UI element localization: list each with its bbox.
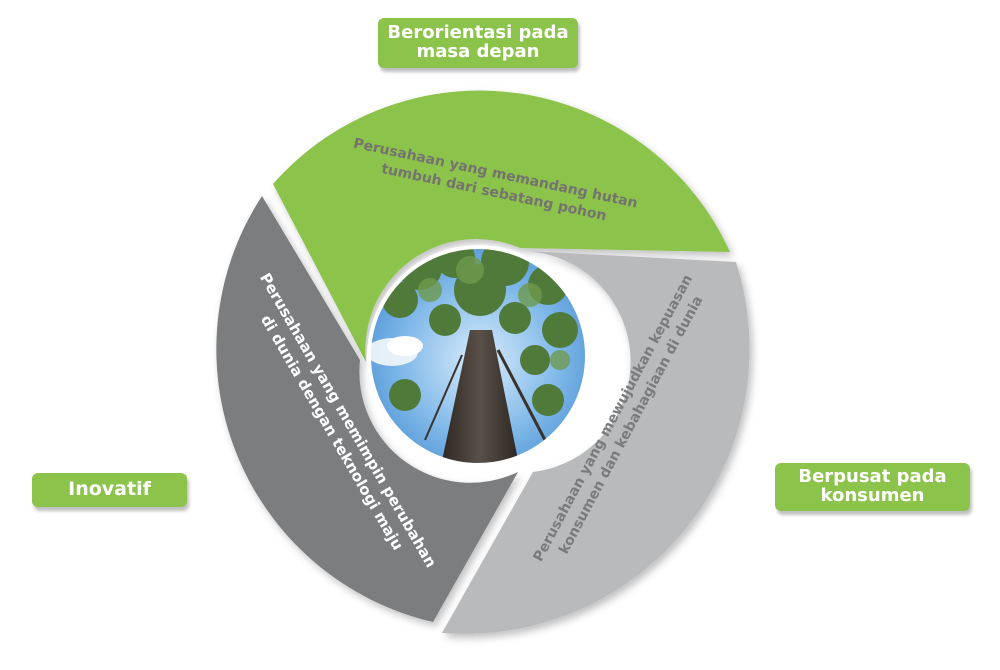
segment-top [273,90,730,363]
label-right-line-1: Berpusat pada [798,466,947,488]
label-consumer-centric: Berpusat pada konsumen [775,463,970,511]
segment-left [216,196,518,622]
label-right-line-2: konsumen [820,485,925,506]
label-innovative: Inovatif [32,473,187,507]
segment-right [442,251,750,634]
label-left-line-1: Inovatif [68,478,151,501]
label-top-line-1: Berorientasi pada [387,22,569,44]
center-tree-photo [369,247,587,465]
label-top-line-2: masa depan [416,41,540,62]
label-future-oriented: Berorientasi pada masa depan [378,18,578,68]
